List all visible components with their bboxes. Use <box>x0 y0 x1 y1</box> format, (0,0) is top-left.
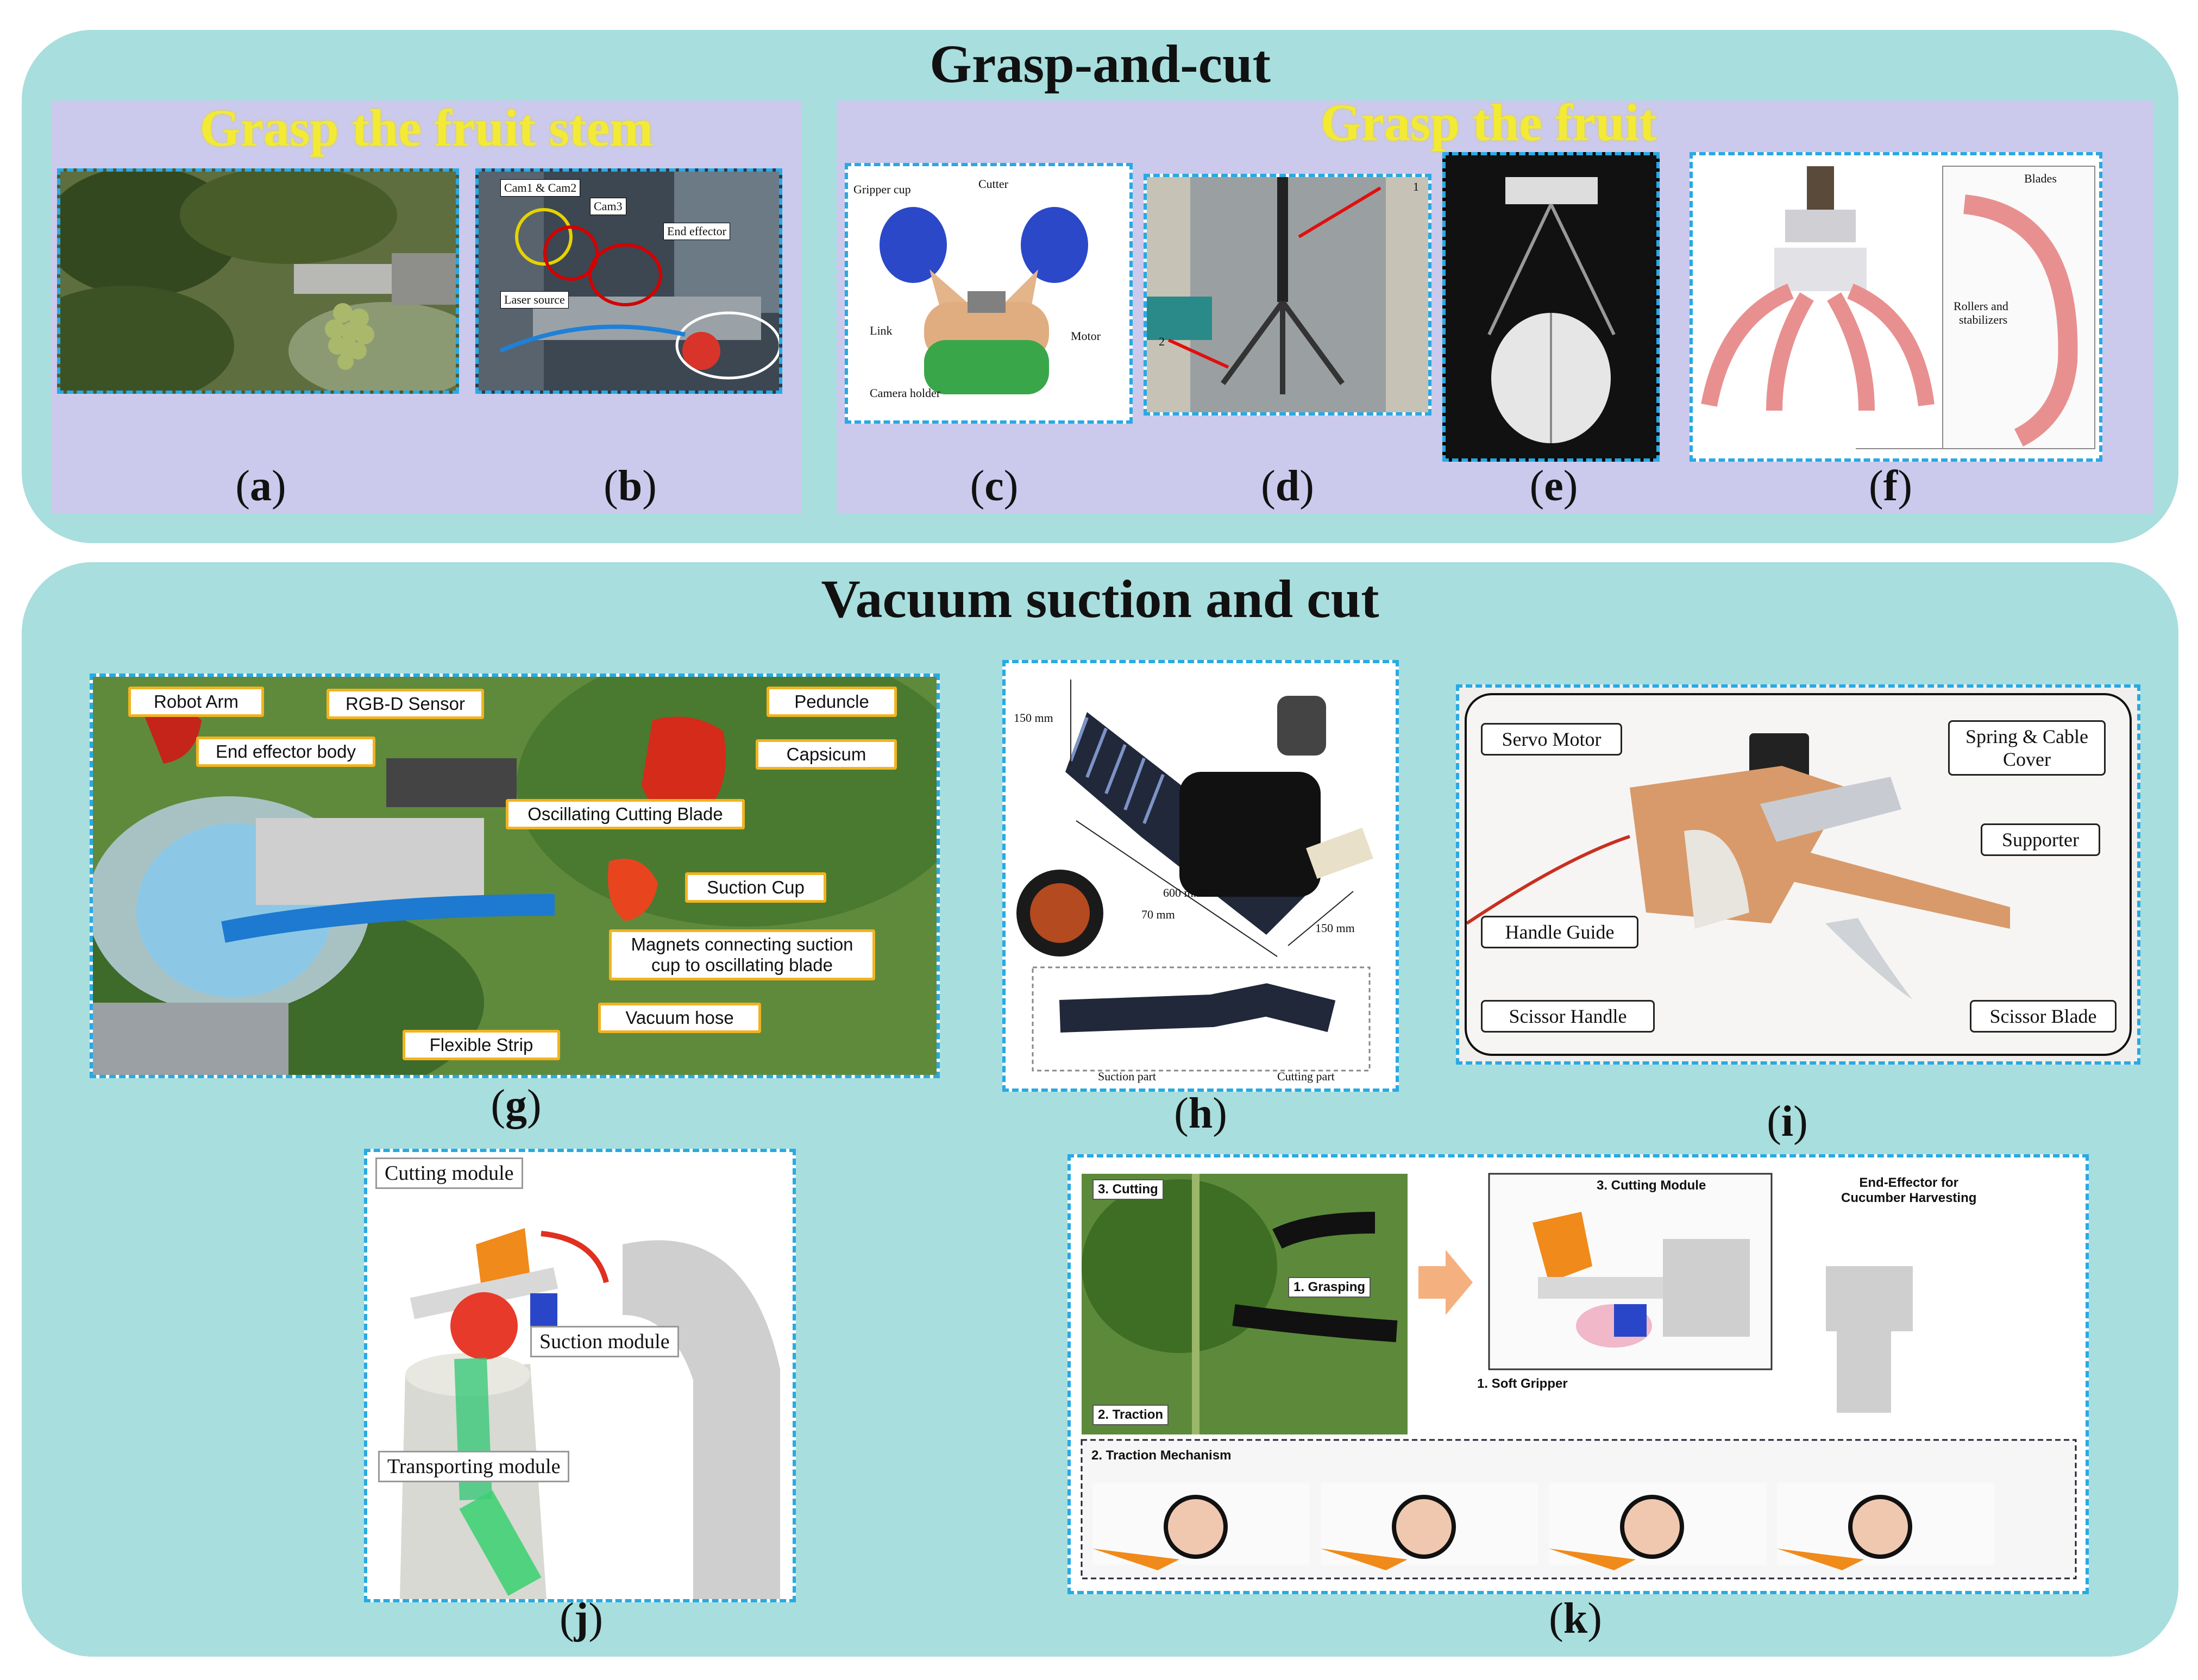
image-e-cup-gripper-dark <box>1442 152 1660 462</box>
image-a-grape-stem-grasp <box>57 168 459 394</box>
label-h-600mm: 600 mm <box>1163 886 1203 899</box>
caption-b: (b) <box>604 462 657 510</box>
label-k-cutting-module: 3. Cutting Module <box>1597 1178 1706 1193</box>
label-h-150mm-top: 150 mm <box>1014 711 1053 725</box>
label-k-grasping: 1. Grasping <box>1288 1277 1371 1298</box>
image-h-suction-cutting-tube: 150 mm 600 mm 70 mm 150 mm Suction part … <box>1002 660 1399 1092</box>
label-d-1: 1 <box>1413 180 1419 193</box>
label-oscillating-cutting-blade: Oscillating Cutting Blade <box>506 799 745 829</box>
label-scissor-blade: Scissor Blade <box>1970 1000 2117 1033</box>
grasp-and-cut-title: Grasp-and-cut <box>930 34 1271 94</box>
label-robot-arm: Robot Arm <box>128 687 264 717</box>
label-gripper-cup: Gripper cup <box>853 183 911 196</box>
label-k-end-effector: End-Effector for Cucumber Harvesting <box>1837 1174 1981 1207</box>
label-vacuum-hose: Vacuum hose <box>598 1003 761 1033</box>
caption-a: (a) <box>235 462 286 510</box>
fruit-subtitle: Grasp the fruit <box>1320 93 1657 152</box>
label-cam3: Cam3 <box>590 198 626 215</box>
label-suction-module: Suction module <box>530 1326 679 1357</box>
caption-g: (g) <box>491 1081 542 1129</box>
label-camera-holder: Camera holder <box>870 386 941 400</box>
label-k-ee-line-2: Cucumber Harvesting <box>1841 1191 1977 1205</box>
caption-e: (e) <box>1529 462 1578 510</box>
image-i-scissor-end-effector: Servo Motor Spring & Cable Cover Support… <box>1456 684 2140 1065</box>
label-handle-guide: Handle Guide <box>1481 916 1638 948</box>
caption-c: (c) <box>970 462 1019 510</box>
image-f-finger-blade-gripper: Blades Rollers and stabilizers <box>1690 152 2102 462</box>
label-link: Link <box>870 324 893 337</box>
label-magnets-line-1: Magnets connecting suction <box>631 934 853 954</box>
label-transporting-module: Transporting module <box>378 1451 570 1482</box>
label-d-2: 2 <box>1159 335 1165 348</box>
caption-k: (k) <box>1549 1595 1602 1643</box>
image-k-cucumber-harvesting: 3. Cutting 1. Grasping 2. Traction 3. Cu… <box>1067 1154 2089 1594</box>
label-h-150mm-right: 150 mm <box>1315 921 1355 935</box>
label-suction-cup: Suction Cup <box>685 872 826 903</box>
label-h-70mm: 70 mm <box>1141 908 1175 921</box>
label-blades: Blades <box>2024 172 2057 185</box>
label-magnets: Magnets connecting suction cup to oscill… <box>609 929 875 980</box>
label-flexible-strip: Flexible Strip <box>403 1030 560 1060</box>
label-cutting-part: Cutting part <box>1277 1069 1335 1083</box>
image-g-capsicum-harvester: Robot Arm RGB-D Sensor Peduncle End effe… <box>90 674 940 1078</box>
image-b-end-effector-setup: Cam1 & Cam2 Cam3 End effector Laser sour… <box>475 168 782 394</box>
caption-j: (j) <box>560 1595 603 1643</box>
label-scissor-handle: Scissor Handle <box>1481 1000 1655 1033</box>
label-peduncle: Peduncle <box>767 687 897 717</box>
label-suction-part: Suction part <box>1098 1069 1156 1083</box>
stem-subtitle: Grasp the fruit stem <box>199 99 654 157</box>
image-c-gripper-cup-design: Gripper cup Cutter Link Motor Camera hol… <box>845 163 1133 424</box>
label-k-cutting: 3. Cutting <box>1092 1179 1164 1200</box>
label-k-ee-line-1: End-Effector for <box>1859 1175 1959 1190</box>
image-j-tomato-suction-transport: Cutting module Suction module Transporti… <box>364 1149 796 1602</box>
label-magnets-line-2: cup to oscillating blade <box>651 955 833 975</box>
label-laser-source: Laser source <box>500 291 569 309</box>
vacuum-suction-title: Vacuum suction and cut <box>821 569 1379 629</box>
label-stabilizers: stabilizers <box>1959 313 2008 326</box>
label-k-traction-mechanism: 2. Traction Mechanism <box>1091 1448 1232 1463</box>
label-end-effector-body: End effector body <box>196 737 375 767</box>
caption-h: (h) <box>1174 1090 1227 1137</box>
caption-d: (d) <box>1261 462 1314 510</box>
label-servo-motor: Servo Motor <box>1481 723 1622 756</box>
label-spring-line-1: Spring & Cable <box>1965 726 2088 747</box>
label-spring-line-2: Cover <box>2003 748 2051 770</box>
label-k-traction: 2. Traction <box>1092 1405 1169 1425</box>
label-cutter: Cutter <box>978 177 1008 191</box>
caption-i: (i) <box>1767 1098 1808 1146</box>
label-cam1-cam2: Cam1 & Cam2 <box>500 179 581 197</box>
label-rgbd-sensor: RGB-D Sensor <box>326 689 484 719</box>
label-end-effector: End effector <box>663 223 730 240</box>
label-supporter: Supporter <box>1981 823 2100 856</box>
caption-f: (f) <box>1869 462 1912 510</box>
label-k-soft-gripper: 1. Soft Gripper <box>1477 1376 1568 1391</box>
label-spring-cable-cover: Spring & Cable Cover <box>1948 720 2106 776</box>
label-motor: Motor <box>1071 329 1101 343</box>
label-capsicum: Capsicum <box>756 739 897 770</box>
image-d-fruit-gripper-rig: 1 2 <box>1144 174 1431 416</box>
label-rollers-and: Rollers and <box>1954 299 2008 313</box>
label-cutting-module: Cutting module <box>375 1157 523 1189</box>
